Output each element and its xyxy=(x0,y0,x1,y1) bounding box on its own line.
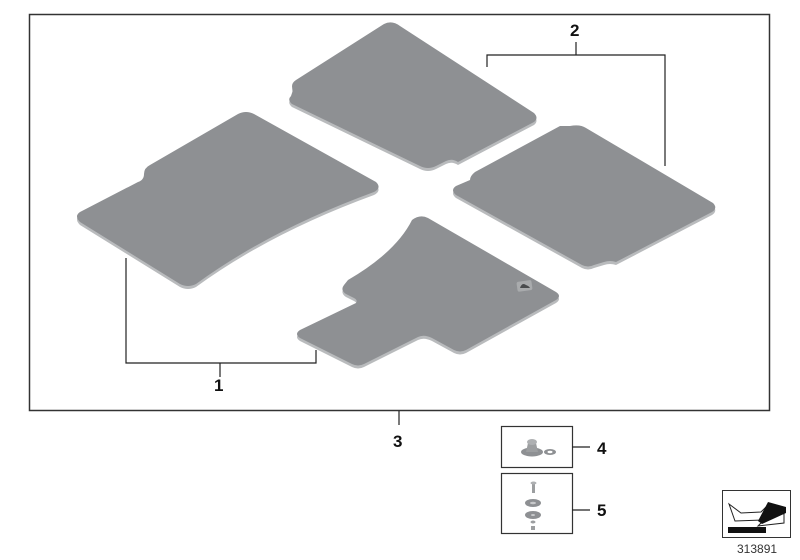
part-5-box[interactable] xyxy=(500,472,591,535)
callout-label-2[interactable]: 2 xyxy=(570,21,580,40)
callout-label-5[interactable]: 5 xyxy=(597,501,607,520)
callout-label-3[interactable]: 3 xyxy=(393,432,403,451)
assembly-frame xyxy=(28,13,771,412)
part-4-box[interactable] xyxy=(500,425,591,469)
callout-label-1[interactable]: 1 xyxy=(214,376,224,395)
arrow-down-left-icon[interactable] xyxy=(722,490,791,538)
callout-2-leader xyxy=(486,42,666,166)
mat-rear-center[interactable] xyxy=(297,216,559,369)
mat-front-right[interactable] xyxy=(453,125,716,270)
fastener-button-icon xyxy=(521,439,556,457)
mat-front-left[interactable] xyxy=(289,22,537,172)
callout-label-4[interactable]: 4 xyxy=(597,439,607,458)
callout-1-leader xyxy=(125,258,317,377)
diagram-number: 313891 xyxy=(737,542,778,556)
mat-logo-badge xyxy=(516,280,533,292)
mat-rear-left[interactable] xyxy=(77,112,379,289)
fastening-kit-icon xyxy=(525,481,541,530)
